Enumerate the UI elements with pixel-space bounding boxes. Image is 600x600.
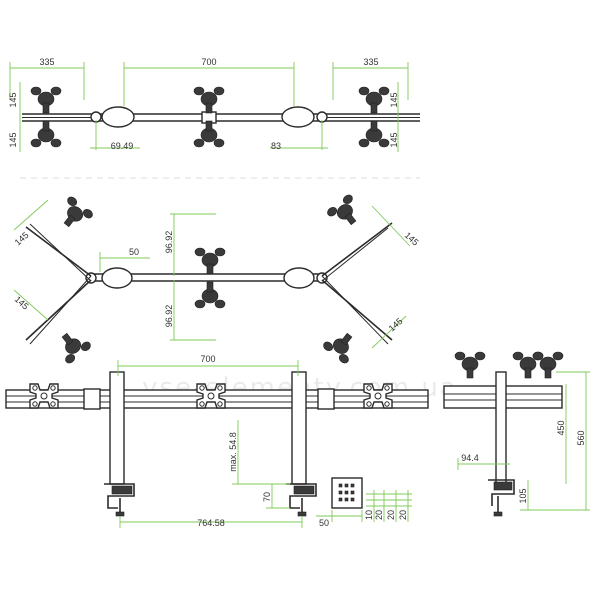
front-pole-left	[109, 371, 125, 485]
dim-front-t2: 20	[374, 510, 384, 520]
dim-side-clamp-depth: 105	[518, 488, 528, 503]
dim-front-t3: 20	[386, 510, 396, 520]
top-dimensions: 335 700 335 145 145 145 145 69.49 83	[8, 57, 409, 152]
dim-top-center-span: 700	[201, 57, 216, 67]
top-joint-left	[101, 106, 135, 128]
dim-angle-short: 50	[129, 247, 139, 257]
dim-front-base-span: 764.58	[197, 518, 225, 528]
top-joint-right	[281, 106, 315, 128]
dim-angle-upper-center: 96.92	[164, 231, 174, 254]
dim-angle-upper-left: 145	[13, 230, 31, 247]
dim-top-right-upper: 145	[389, 92, 399, 107]
dim-side-depth: 94.4	[461, 453, 479, 463]
dim-angle-upper-right: 145	[403, 230, 421, 247]
top-view: 335 700 335 145 145 145 145 69.49 83	[8, 57, 420, 152]
dim-top-left-arm: 335	[39, 57, 54, 67]
dim-top-right-arm: 335	[363, 57, 378, 67]
angled-view: 145 145 145 145 50 96.92 96.92	[13, 192, 421, 366]
dim-angle-lower-right: 145	[387, 316, 405, 333]
side-pole	[495, 371, 507, 485]
dim-top-left-lower: 145	[8, 132, 18, 147]
dim-front-clamp-height: 70	[262, 492, 272, 502]
dim-top-right-lower: 145	[389, 132, 399, 147]
front-view: 700 max. 54.8 70 764.58 50 10 20 20 20	[5, 354, 429, 528]
dim-top-offset-right: 83	[271, 141, 281, 151]
dim-angle-lower-center: 96.92	[164, 305, 174, 328]
dim-top-left-upper: 145	[8, 92, 18, 107]
dim-top-offset-left: 69.49	[111, 141, 134, 151]
dim-front-t1: 10	[364, 510, 374, 520]
dim-side-pole-height: 450	[556, 420, 566, 435]
dim-side-total-height: 560	[576, 430, 586, 445]
dim-front-clamp-width: 50	[319, 518, 329, 528]
front-pole-right	[291, 371, 307, 485]
dim-front-max-height: max. 54.8	[228, 432, 238, 472]
dim-front-t4: 20	[398, 510, 408, 520]
side-view: 94.4 450 560 105	[443, 351, 590, 517]
dim-front-top-span: 700	[200, 354, 215, 364]
dim-angle-lower-left: 145	[13, 294, 31, 311]
